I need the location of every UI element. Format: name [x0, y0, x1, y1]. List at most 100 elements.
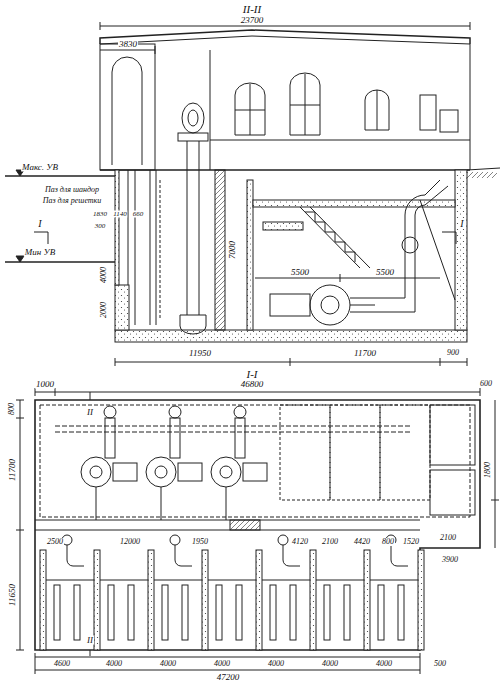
- dimension-label: 4000: [375, 660, 393, 668]
- drawing-stroke: [113, 463, 137, 481]
- dimension-label: 1140: [112, 211, 127, 218]
- drawing-stroke: [148, 550, 154, 650]
- drawing-stroke: [370, 580, 418, 581]
- drawing-stroke: [128, 585, 134, 640]
- dimension-label: 11700: [8, 458, 17, 482]
- drawing-stroke: [67, 545, 84, 566]
- drawing-stroke: [175, 545, 192, 566]
- drawing-stroke: [216, 585, 222, 640]
- dimension-label: 12000: [119, 538, 141, 546]
- dimension-label: 47200: [216, 673, 241, 682]
- dimension-label: 5500: [290, 268, 310, 277]
- dimension-label: 3900: [441, 556, 459, 564]
- drawing-stroke: [316, 580, 364, 581]
- section-mark: II: [86, 636, 94, 645]
- dimension-label: 4000: [159, 660, 177, 668]
- motor-symbol: [234, 406, 246, 418]
- drawing-stroke: [46, 580, 94, 581]
- drawing-stroke: [310, 550, 316, 650]
- drawing-stroke: [220, 466, 232, 478]
- drawing-stroke: [226, 487, 227, 520]
- dimension-label: 2500: [46, 538, 64, 546]
- dimension-label: 660: [132, 211, 145, 218]
- drawing-stroke: [290, 585, 296, 640]
- drawing-stroke: [105, 418, 115, 458]
- drawing-stroke: [154, 580, 202, 581]
- section-mark: I: [37, 219, 42, 229]
- dimension-label: 4000: [213, 660, 231, 668]
- dimension-label: 2100: [321, 538, 339, 546]
- drawing-stroke: [94, 550, 100, 650]
- drawing-stroke: [178, 463, 202, 481]
- drawing-stroke: [235, 418, 245, 458]
- drawing-stroke: [283, 545, 300, 566]
- dimension-label: 800: [8, 402, 16, 416]
- drawing-stroke: [324, 585, 330, 640]
- drawing-stroke: [54, 585, 60, 640]
- dimension-label: 4000: [100, 266, 108, 284]
- drawing-stroke: [278, 535, 288, 545]
- drawing-stroke: [108, 585, 114, 640]
- drawing-stroke: [170, 535, 180, 545]
- drawing-stroke: [208, 580, 256, 581]
- drawing-stroke: [243, 463, 267, 481]
- dimension-label: 1800: [484, 461, 492, 479]
- dimension-label: 900: [446, 349, 460, 357]
- drawing-stroke: [344, 585, 350, 640]
- drawing-stroke: [161, 487, 162, 520]
- drawing-stroke: [418, 550, 424, 650]
- drawing-stroke: [202, 550, 208, 650]
- dimension-label: 4120: [291, 538, 309, 546]
- dimension-label: 300: [94, 223, 107, 230]
- motor-symbol: [169, 406, 181, 418]
- drawing-stroke: [40, 550, 46, 650]
- drawing-stroke: [262, 580, 310, 581]
- drawing-stroke: [364, 550, 370, 650]
- dimension-label: 4420: [353, 538, 371, 546]
- dimension-label: 800: [381, 538, 395, 546]
- dimension-label: 7000: [228, 240, 237, 260]
- drawing-stroke: [155, 466, 167, 478]
- dimension-label: 23700: [240, 16, 265, 25]
- dimension-label: 4000: [105, 660, 123, 668]
- dimension-label: 4000: [267, 660, 285, 668]
- dimension-label: 46800: [240, 380, 265, 389]
- drawing-stroke: [270, 585, 276, 640]
- dimension-label: 11650: [8, 583, 17, 607]
- drawing-stroke: [170, 418, 180, 458]
- section-mark: II-II: [242, 4, 262, 15]
- drawing-stroke: [378, 585, 384, 640]
- dimension-label: 11950: [188, 349, 212, 358]
- dimension-label: 5500: [375, 268, 395, 277]
- drawing-stroke: [398, 585, 404, 640]
- dimension-label: 3830: [118, 40, 138, 49]
- motor-symbol: [104, 406, 116, 418]
- note-label: Паз для шандор: [44, 186, 100, 194]
- drawing-stroke: [74, 585, 80, 640]
- pump-symbol: [146, 457, 176, 487]
- pump-symbol: [211, 457, 241, 487]
- dimension-label: 4600: [53, 660, 71, 668]
- section-mark: I: [459, 219, 464, 229]
- note-label: Паз для решетки: [42, 197, 103, 205]
- dimension-label: 4000: [321, 660, 339, 668]
- dimension-label: 1520: [402, 538, 420, 546]
- drawing-stroke: [96, 487, 97, 520]
- drawing-stroke: [256, 550, 262, 650]
- section-mark: II: [86, 408, 94, 417]
- drawing-stroke: [162, 585, 168, 640]
- dimension-label: 1000: [35, 380, 55, 389]
- drawing-stroke: [90, 466, 102, 478]
- section-mark: I-I: [246, 369, 259, 380]
- dimension-label: 1830: [92, 211, 108, 218]
- pump-symbol: [81, 457, 111, 487]
- dimension-label: 1950: [191, 538, 209, 546]
- drawing-stroke: [182, 585, 188, 640]
- note-label: Мин УВ: [24, 248, 56, 257]
- drawing-stroke: [100, 580, 148, 581]
- drawing-stroke: [391, 545, 408, 566]
- dimension-label: 11700: [353, 349, 377, 358]
- dimension-label: 2000: [100, 301, 108, 319]
- drawing-stroke: [236, 585, 242, 640]
